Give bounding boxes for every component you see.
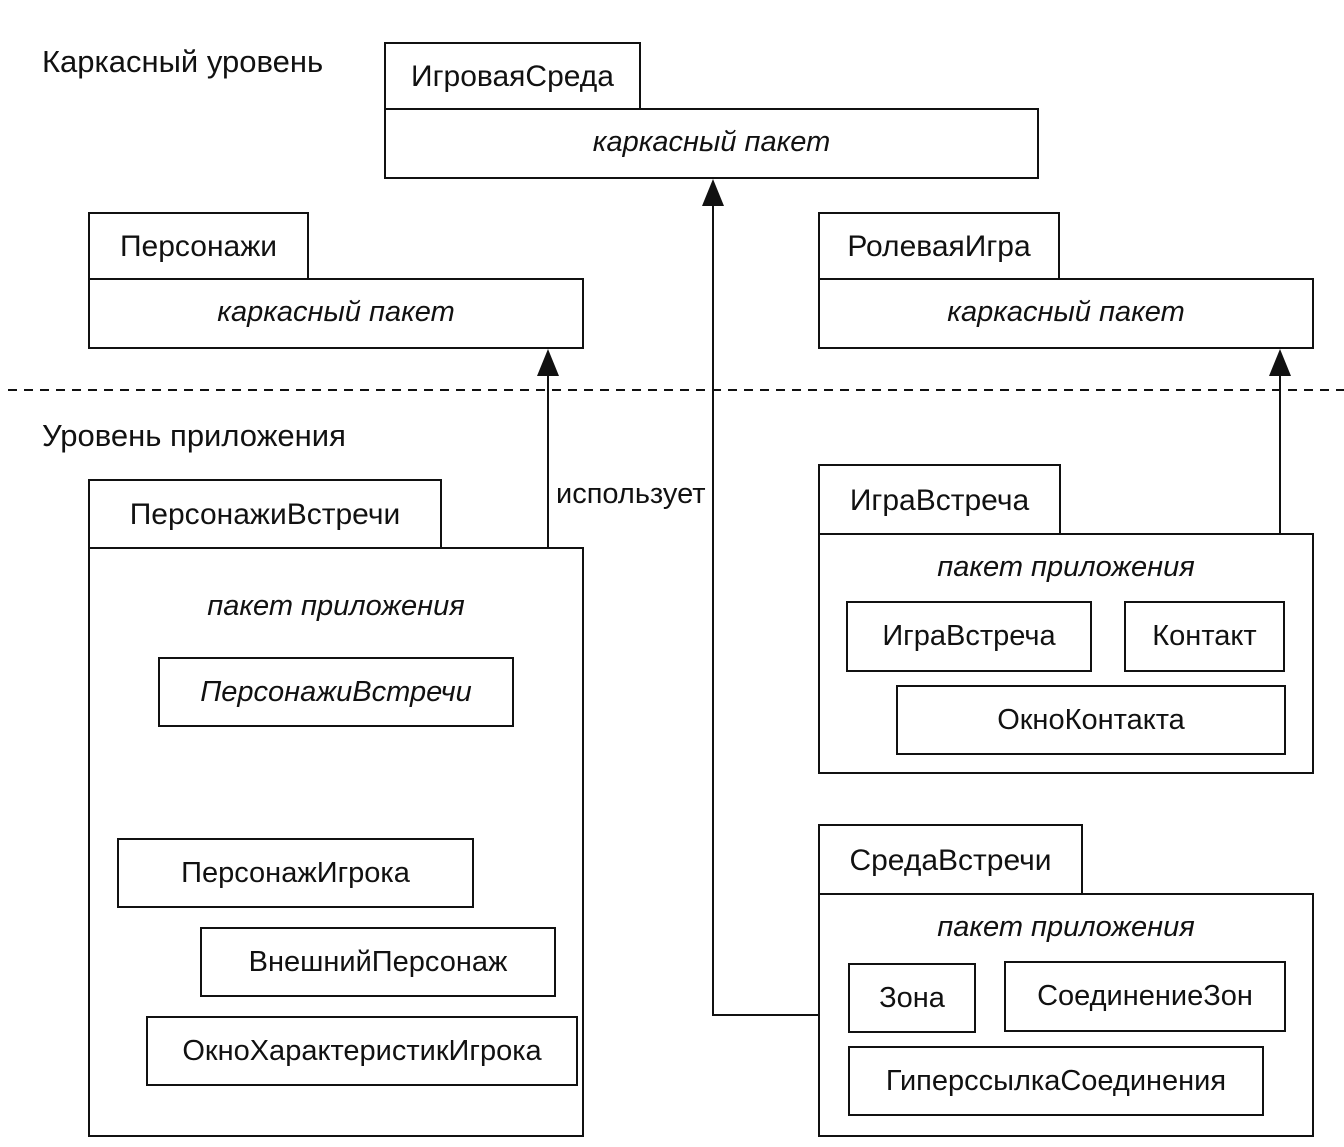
class-external-character: ВнешнийПерсонаж bbox=[200, 927, 556, 997]
uses-line-env bbox=[712, 185, 818, 1016]
package-tab-encounter-game: ИграВстреча bbox=[818, 464, 1061, 535]
class-player-stats-window: ОкноХарактеристикИгрока bbox=[146, 1016, 578, 1086]
package-body-characters bbox=[88, 278, 584, 349]
package-tab-role-game: РолеваяИгра bbox=[818, 212, 1060, 280]
arrowhead-role-game bbox=[1269, 349, 1291, 376]
class-zone: Зона bbox=[848, 963, 976, 1033]
application-level-label: Уровень приложения bbox=[42, 418, 346, 453]
framework-level-label: Каркасный уровень bbox=[42, 44, 324, 79]
package-body-game-env bbox=[384, 108, 1039, 179]
package-tab-encounter-characters: ПерсонажиВстречи bbox=[88, 479, 442, 549]
stereotype-game-env: каркасный пакет bbox=[592, 126, 831, 158]
package-tab-game-env: ИгроваяСреда bbox=[384, 42, 641, 110]
class-contact-window: ОкноКонтакта bbox=[896, 685, 1286, 755]
class-player-character: ПерсонажИгрока bbox=[117, 838, 474, 908]
package-tab-characters: Персонажи bbox=[88, 212, 309, 280]
class-contact: Контакт bbox=[1124, 601, 1285, 672]
stereotype-encounter-characters: пакет приложения bbox=[207, 590, 465, 622]
uses-label: использует bbox=[552, 480, 710, 509]
stereotype-role-game: каркасный пакет bbox=[947, 296, 1185, 328]
class-abstract-encounter-characters: ПерсонажиВстречи bbox=[158, 657, 514, 727]
stereotype-encounter-game: пакет приложения bbox=[937, 551, 1195, 583]
package-tab-encounter-env: СредаВстречи bbox=[818, 824, 1083, 895]
package-body-role-game bbox=[818, 278, 1314, 349]
class-encounter-game: ИграВстреча bbox=[846, 601, 1092, 672]
arrowhead-game-env bbox=[702, 179, 724, 206]
arrowhead-characters bbox=[537, 349, 559, 376]
stereotype-characters: каркасный пакет bbox=[217, 296, 455, 328]
class-connection-hyperlink: ГиперссылкаСоединения bbox=[848, 1046, 1264, 1116]
stereotype-encounter-env: пакет приложения bbox=[937, 911, 1195, 943]
class-zone-connection: СоединениеЗон bbox=[1004, 961, 1286, 1032]
